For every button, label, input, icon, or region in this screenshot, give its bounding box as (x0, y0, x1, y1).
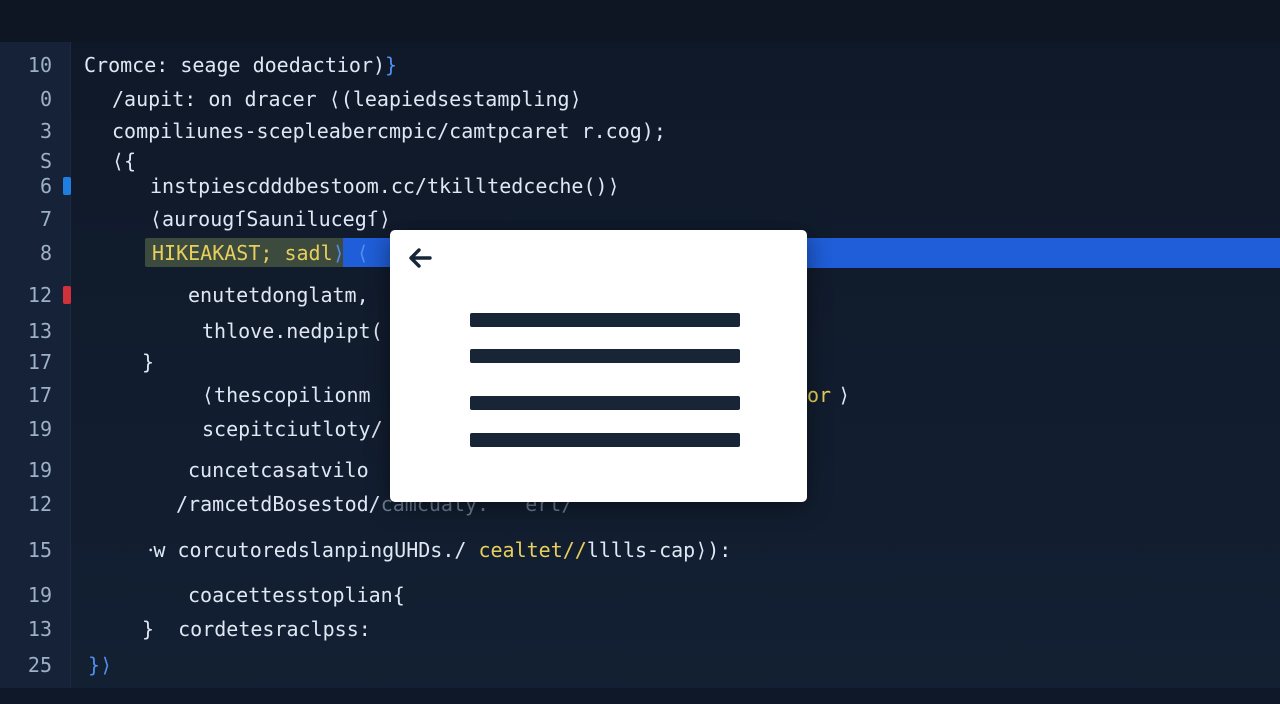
line-number: 7 (39, 207, 52, 231)
line-number: 19 (27, 583, 52, 607)
code-line[interactable]: 10 Cromce: seage doedactior)} (0, 52, 1280, 78)
code-text: Cromce: seage doedactior)} (84, 53, 398, 77)
code-text: }⟩ (88, 653, 113, 677)
selection-highlight-start (343, 238, 391, 267)
code-text: coacettesstoplian{ (188, 583, 405, 607)
code-line[interactable]: 13 } cordetesraclpss: (0, 616, 1280, 642)
line-number: 12 (27, 492, 52, 516)
line-number: 25 (27, 653, 52, 677)
code-text: } cordetesraclpss: (142, 617, 371, 641)
code-text: } (142, 350, 155, 374)
code-text: thlove.nedpipt( (202, 319, 383, 343)
editor-top-strip (0, 0, 1280, 42)
code-line[interactable]: S ⟨{ (0, 148, 1280, 174)
arrow-left-icon (409, 248, 432, 268)
code-text: instpiescdddbestoom.cc/tkilltedceche()⟩ (150, 174, 620, 198)
line-number: 0 (39, 87, 52, 111)
code-text: compiliunes-scepleabercmpic/camtpcaret r… (112, 119, 666, 143)
code-text: ⟨thescopilionm (202, 383, 371, 407)
line-number: 15 (27, 538, 52, 562)
code-line[interactable]: 13 thlove.nedpipt( (0, 318, 1280, 344)
code-text-fragment: or (807, 383, 832, 407)
code-line[interactable]: 0 /aupit: on dracer ⟨(leapiedsestampling… (0, 86, 1280, 112)
code-line[interactable]: 25 }⟩ (0, 652, 1280, 678)
code-text: cuncetcasatvilo (188, 458, 369, 482)
line-number: 10 (27, 53, 52, 77)
line-number: 13 (27, 319, 52, 343)
code-line[interactable]: 19 coacettesstoplian{ (0, 582, 1280, 608)
line-number: 3 (39, 119, 52, 143)
line-number: 19 (27, 458, 52, 482)
code-text: enutetdonglatm, (188, 283, 369, 307)
change-marker-red (63, 286, 71, 304)
line-number: 12 (27, 283, 52, 307)
code-line[interactable]: 7 ⟨aurougſSaunilucegſ⟩ (0, 206, 1280, 232)
code-line[interactable]: 8 HIKEAKAST; sadl⟩ ⟨ (0, 240, 1280, 266)
menu-line[interactable] (470, 396, 740, 410)
line-number: 13 (27, 617, 52, 641)
code-line[interactable]: 3 compiliunes-scepleabercmpic/camtpcaret… (0, 118, 1280, 144)
line-number: 17 (27, 383, 52, 407)
editor-bottom-strip (0, 688, 1280, 704)
code-line[interactable]: 17 ⟨thescopilionm or ⟩ (0, 382, 1280, 408)
code-line[interactable]: 17 } (0, 349, 1280, 375)
code-text: ⟨aurougſSaunilucegſ⟩ (150, 207, 391, 231)
code-line[interactable]: 19 cuncetcasatvilo (0, 457, 1280, 483)
line-number-gutter (0, 42, 71, 688)
code-text: /aupit: on dracer ⟨(leapiedsestampling⟩ (112, 87, 582, 111)
change-marker-blue (63, 177, 71, 195)
menu-line[interactable] (470, 349, 740, 363)
code-line[interactable]: 6 instpiescdddbestoom.cc/tkilltedceche()… (0, 173, 1280, 199)
code-text: scepitciutloty/ (202, 417, 383, 441)
line-number: 19 (27, 417, 52, 441)
line-number: 8 (39, 241, 52, 265)
menu-line[interactable] (470, 313, 740, 327)
line-number: 6 (39, 174, 52, 198)
selection-highlight (805, 238, 1280, 268)
code-line[interactable]: 12 enutetdonglatm, (0, 282, 1280, 308)
line-number: 17 (27, 350, 52, 374)
code-line[interactable]: 15 ⸱w corcutoredslanpingUHDs./ cealtet//… (0, 537, 1280, 563)
menu-line[interactable] (470, 433, 740, 447)
code-text-fragment: ⟩ (838, 383, 851, 407)
popup-panel[interactable] (390, 230, 807, 502)
back-button[interactable] (404, 242, 436, 274)
code-text: HIKEAKAST; sadl⟩ ⟨ (152, 241, 369, 265)
code-text: ⟨{ (112, 149, 137, 173)
line-number: S (39, 149, 52, 173)
code-text: ⸱w corcutoredslanpingUHDs./ cealtet//lll… (148, 538, 732, 562)
code-line[interactable]: 19 scepitciutloty/ (0, 416, 1280, 442)
